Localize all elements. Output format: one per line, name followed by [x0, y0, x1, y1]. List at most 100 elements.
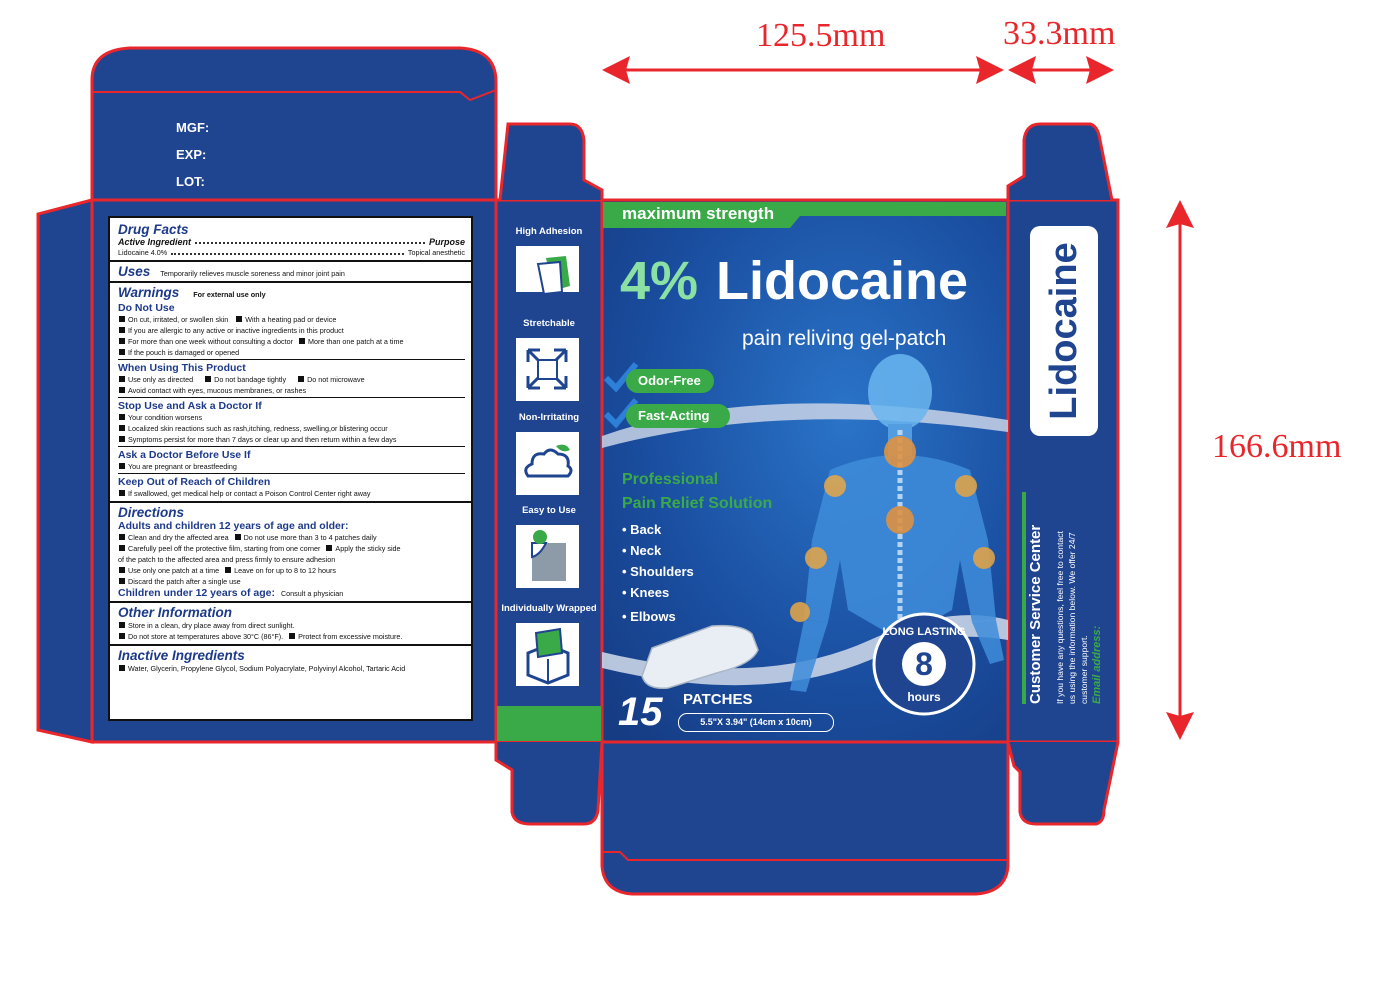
depth-dimension-arrow — [1008, 56, 1114, 84]
warning-item: Localized skin reactions such as rash,it… — [128, 424, 388, 433]
pain-area-item: • Knees — [622, 585, 670, 600]
patch-count: 15 — [618, 690, 663, 734]
badge-fast-acting: Fast-Acting — [626, 404, 730, 428]
service-line: customer support. — [1079, 635, 1089, 704]
direction-item: Carefully peel off the protective film, … — [128, 544, 321, 553]
uses-text: Temporarily relieves muscle soreness and… — [160, 269, 345, 278]
pain-area-item: • Elbows — [622, 609, 676, 624]
active-ingredient-label: Active Ingredient — [118, 237, 192, 247]
badge-label: Odor-Free — [638, 373, 701, 388]
pain-area-item: • Neck — [622, 543, 662, 558]
service-title: Customer Service Center — [1027, 524, 1044, 704]
warning-item: Your condition worsens — [128, 413, 203, 422]
purpose-value: Topical anesthetic — [407, 248, 465, 257]
warning-item: More than one patch at a time — [308, 337, 404, 346]
email-label: Email address: — [1091, 625, 1103, 704]
pro-line-2: Pain Relief Solution — [622, 495, 773, 512]
warnings-title: Warnings — [118, 285, 180, 300]
warning-item: If swallowed, get medical help or contac… — [128, 489, 371, 498]
direction-item: of the patch to the affected area and pr… — [118, 555, 336, 564]
glue-flap — [36, 198, 94, 744]
height-dimension-arrow — [1166, 200, 1194, 740]
warning-item: If the pouch is damaged or opened — [128, 348, 240, 357]
badge-label: Fast-Acting — [638, 408, 710, 423]
other-info-title: Other Information — [118, 605, 232, 620]
front-percent: 4% — [620, 251, 699, 311]
other-info-item: Do not store at temperatures above 30°C … — [128, 632, 284, 641]
purpose-label: Purpose — [428, 237, 465, 247]
seal-top-text: LONG LASTING — [882, 626, 966, 638]
cloud-leaf-icon — [516, 432, 579, 495]
uses-title: Uses — [118, 264, 151, 279]
service-line: us using the information below. We offer… — [1067, 532, 1077, 704]
right-side-top-flap — [1006, 122, 1114, 201]
warning-item: Use only as directed — [128, 375, 194, 384]
wrapped-box-icon — [516, 623, 579, 686]
depth-dimension-label: 33.3mm — [1003, 15, 1116, 52]
feature-label: High Adhesion — [515, 226, 583, 237]
warning-item: Do not bandage tightly — [214, 375, 287, 384]
inactive-ingredients-title: Inactive Ingredients — [118, 648, 245, 663]
left-side-top-flap — [498, 122, 604, 201]
active-ingredient: Lidocaine 4.0% — [118, 248, 168, 257]
feature-label: Non-Irritating — [518, 412, 580, 423]
height-dimension-label: 166.6mm — [1212, 428, 1342, 465]
width-dimension-label: 125.5mm — [756, 17, 886, 54]
exp-label: EXP: — [176, 147, 207, 162]
warning-item: If you are allergic to any active or ina… — [128, 326, 344, 335]
right-side-bottom-flap — [1006, 741, 1120, 826]
directions-title: Directions — [118, 505, 185, 520]
adhesion-patch-icon — [516, 246, 579, 309]
stretch-arrows-icon — [516, 338, 579, 401]
drug-facts-panel: Drug Facts Active Ingredient Purpose Lido… — [108, 216, 473, 721]
front-brand: Lidocaine — [716, 251, 969, 311]
direction-item: Do not use more than 3 to 4 patches dail… — [243, 533, 377, 542]
warning-item: You are pregnant or breastfeeding — [128, 462, 237, 471]
keep-out-title: Keep Out of Reach of Children — [118, 476, 271, 488]
direction-item: Clean and dry the affected area — [128, 533, 229, 542]
bottom-tuck-flap — [600, 740, 1010, 896]
ask-doctor-title: Ask a Doctor Before Use If — [118, 449, 251, 461]
warnings-note: For external use only — [193, 290, 266, 299]
left-side-bottom-flap — [494, 741, 604, 826]
feature-label: Easy to Use — [522, 505, 576, 516]
direction-item: Use only one patch at a time — [128, 566, 220, 575]
front-banner: maximum strength — [622, 204, 775, 223]
warning-item: Symptoms persist for more than 7 days or… — [128, 435, 397, 444]
warning-item: For more than one week without consultin… — [128, 337, 294, 346]
width-dimension-arrow — [602, 56, 1004, 84]
side-brand-text: Lidocaine — [1043, 242, 1085, 420]
stop-use-title: Stop Use and Ask a Doctor If — [118, 400, 262, 412]
do-not-use-title: Do Not Use — [118, 302, 175, 314]
lot-label: LOT: — [176, 174, 205, 189]
feature-label: Individually Wrapped — [501, 603, 597, 614]
warning-item: With a heating pad or device — [245, 315, 337, 324]
side-brand-label — [1030, 226, 1098, 436]
warning-item: Do not microwave — [307, 375, 365, 384]
pain-area-item: • Shoulders — [622, 564, 694, 579]
direction-item: Discard the patch after a single use — [128, 577, 241, 586]
seal-bottom-text: hours — [907, 690, 941, 704]
warning-item: Avoid contact with eyes, mucous membrane… — [128, 386, 307, 395]
human-anatomy-figure — [790, 354, 1004, 692]
pro-line-1: Professional — [622, 471, 719, 488]
feature-label: Stretchable — [523, 318, 575, 329]
other-info-item: Protect from excessive moisture. — [298, 632, 403, 641]
pain-area-item: • Back — [622, 522, 662, 537]
drug-facts-title: Drug Facts — [118, 222, 189, 237]
patch-count-label: PATCHES — [683, 691, 753, 708]
inactive-ingredients-text: Water, Glycerin, Propylene Glycol, Sodiu… — [128, 664, 406, 673]
front-subtitle: pain reliving gel-patch — [742, 327, 947, 350]
adults-title: Adults and children 12 years of age and … — [118, 520, 349, 532]
patch-size: 5.5"X 3.94" (14cm x 10cm) — [678, 713, 834, 732]
service-line: If you have any questions, feel free to … — [1055, 531, 1065, 704]
seal-number: 8 — [915, 646, 933, 682]
direction-item: Consult a physician — [280, 589, 344, 598]
gel-patch-image — [641, 624, 759, 689]
direction-item: Apply the sticky side — [335, 544, 401, 553]
other-info-item: Store in a clean, dry place away from di… — [128, 621, 295, 630]
long-lasting-seal — [872, 612, 976, 716]
mgf-label: MGF: — [176, 120, 210, 135]
warning-item: On cut, irritated, or swollen skin — [128, 315, 229, 324]
badge-odor-free: Odor-Free — [626, 369, 714, 393]
